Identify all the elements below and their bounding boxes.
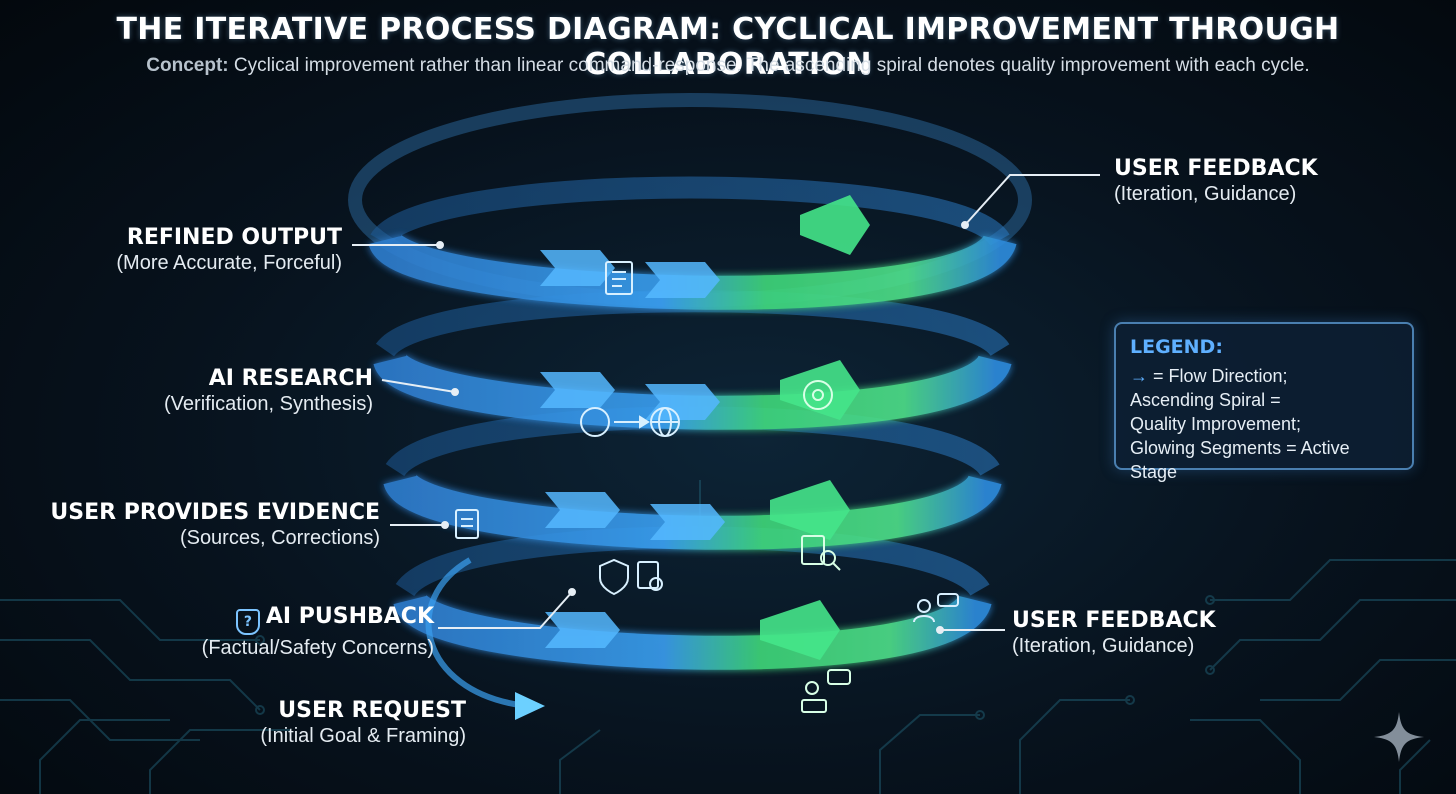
circuit-background [0, 480, 1456, 794]
feedback-title: USER FEEDBACK [1012, 608, 1216, 633]
stage-title: ?AI PUSHBACK [150, 604, 434, 635]
search-document-icon [801, 535, 841, 571]
concept-label: Concept: [146, 55, 229, 76]
stage-user-request: USER REQUEST (Initial Goal & Framing) [200, 698, 466, 748]
legend-item-quality: Quality Improvement; [1130, 414, 1302, 434]
stage-user-provides-evidence: USER PROVIDES EVIDENCE (Sources, Correct… [40, 500, 380, 550]
concept-text: Cyclical improvement rather than linear … [233, 55, 1310, 76]
feedback-title: USER FEEDBACK [1114, 156, 1318, 181]
shield-question-icon [599, 558, 663, 596]
spiral-front-arcs [368, 231, 1017, 670]
ai-chip-icon [803, 380, 833, 410]
sparkle-icon [1374, 712, 1424, 762]
stage-ai-pushback: ?AI PUSHBACK (Factual/Safety Concerns) [150, 604, 434, 660]
legend-item-glowing: Glowing Segments = Active Stage [1130, 438, 1350, 482]
arrow-icon: → [1130, 366, 1148, 386]
feedback-top: USER FEEDBACK (Iteration, Guidance) [1114, 156, 1318, 206]
stage-title: USER PROVIDES EVIDENCE [50, 500, 380, 525]
entry-arrowhead [515, 692, 545, 720]
feedback-bottom: USER FEEDBACK (Iteration, Guidance) [1012, 608, 1216, 658]
stage-subtitle: (More Accurate, Forceful) [116, 252, 342, 274]
legend-item-spiral: Ascending Spiral = [1130, 390, 1281, 410]
diagram-title: THE ITERATIVE PROCESS DIAGRAM: CYCLICAL … [116, 12, 1340, 82]
stage-subtitle: (Sources, Corrections) [179, 527, 380, 549]
callout-lines [352, 174, 1100, 634]
brain-to-globe-icon [580, 407, 680, 437]
feedback-subtitle: (Iteration, Guidance) [1114, 183, 1297, 205]
user-chat-icon [913, 593, 959, 623]
file-icon [455, 509, 479, 539]
stage-subtitle: (Initial Goal & Framing) [260, 725, 466, 747]
legend-title: LEGEND: [1130, 336, 1223, 358]
entry-arc [425, 557, 521, 708]
feedback-subtitle: (Iteration, Guidance) [1012, 635, 1195, 657]
stage-subtitle: (Factual/Safety Concerns) [201, 637, 434, 659]
stage-subtitle: (Verification, Synthesis) [164, 393, 373, 415]
shield-question-icon: ? [235, 609, 260, 635]
legend-box: LEGEND: → = Flow Direction; Ascending Sp… [1114, 322, 1414, 482]
legend-item-flow: → = Flow Direction; [1130, 366, 1288, 386]
stage-refined-output: REFINED OUTPUT (More Accurate, Forceful) [100, 225, 342, 275]
user-laptop-chat-icon [801, 669, 851, 713]
document-icon [605, 261, 633, 295]
stage-ai-research: AI RESEARCH (Verification, Synthesis) [120, 366, 373, 416]
flow-arrows [540, 250, 725, 648]
stage-title: REFINED OUTPUT [126, 225, 342, 250]
concept-line: Concept: Cyclical improvement rather tha… [0, 55, 1456, 77]
stage-title: AI RESEARCH [208, 366, 373, 391]
stage-title: USER REQUEST [278, 698, 466, 723]
